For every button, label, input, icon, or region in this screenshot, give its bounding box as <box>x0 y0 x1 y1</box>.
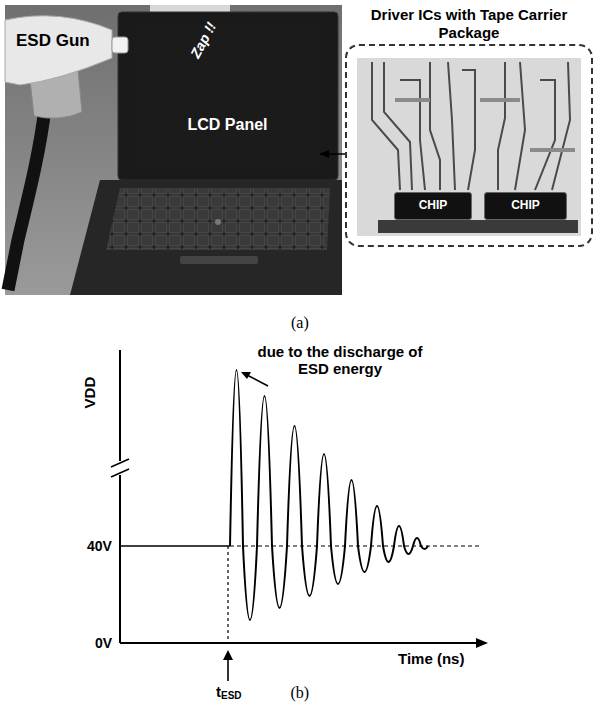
node-text: CHIP <box>511 199 540 213</box>
gun-cable <box>8 108 45 290</box>
tesd-arrow <box>227 658 229 681</box>
axis-tick: 40V <box>87 538 112 554</box>
photo-background <box>5 5 342 295</box>
node-text: LCD Panel <box>187 116 267 134</box>
damped-waveform <box>230 370 428 620</box>
time-marker: t <box>216 683 221 700</box>
dc-level-line <box>120 545 230 547</box>
chip-package-strip <box>378 220 578 233</box>
subscript: ESD <box>221 690 242 702</box>
device-label: ESD Gun <box>16 31 90 51</box>
dc-level-dashed <box>230 545 482 546</box>
laptop-base <box>70 180 342 295</box>
keyboard <box>106 188 330 250</box>
laptop-lid <box>118 12 338 180</box>
axis-break <box>111 459 129 477</box>
inset-box: Driver ICs with Tape Carrier PackageCHIP… <box>345 44 593 247</box>
lcd-screen: LCD Panel <box>135 25 320 168</box>
pointer-arrow <box>320 153 345 155</box>
axis-title: Time (ns) <box>398 650 464 667</box>
tesd-arrowhead <box>223 650 233 660</box>
chip-box: CHIP <box>394 192 472 220</box>
panel-label: (a) <box>291 314 309 332</box>
annotation: due to the discharge of ESD energy <box>250 343 430 378</box>
annotation-leader <box>247 375 268 386</box>
tcp-traces <box>372 62 570 190</box>
annotation-arrowhead <box>241 372 251 379</box>
tesd-marker <box>227 546 228 643</box>
esd-gun-tip <box>112 37 128 53</box>
chip-box: CHIP <box>484 192 567 220</box>
touch-buttons <box>180 256 258 264</box>
inset-photo <box>357 58 581 236</box>
inset-heading: Driver ICs with Tape Carrier Package <box>347 6 591 42</box>
axis-tick: 0V <box>95 635 112 651</box>
axis-arrowhead <box>476 638 488 648</box>
plot-axes <box>120 350 478 643</box>
tcp-pads <box>395 100 575 150</box>
axis-title: VDD <box>81 376 98 408</box>
trackpoint <box>215 219 221 225</box>
esd-gun-body <box>5 16 112 85</box>
panel-label: (b) <box>291 684 310 702</box>
node-text: CHIP <box>419 199 448 213</box>
